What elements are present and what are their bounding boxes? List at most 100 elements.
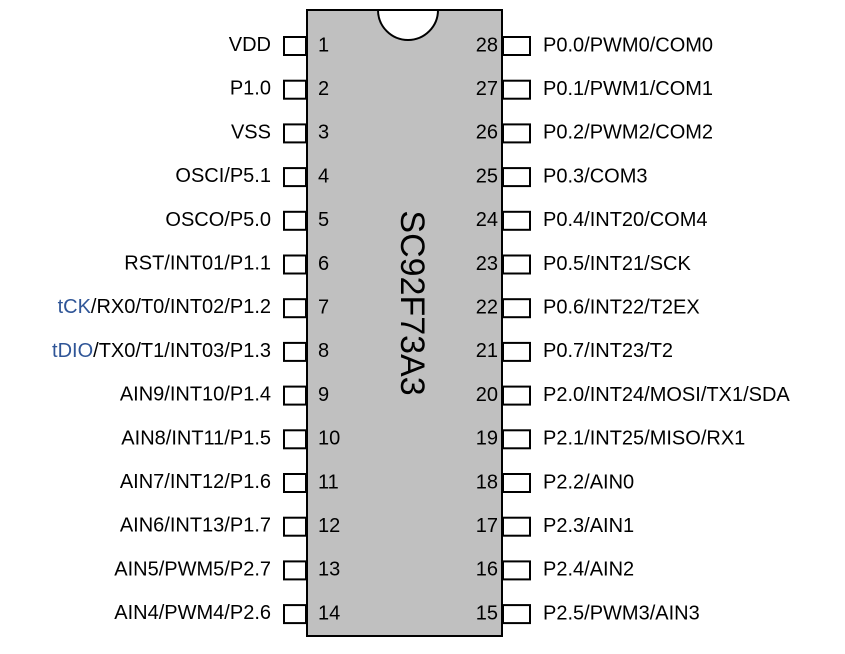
pin-7-label-part: tCK xyxy=(58,296,92,318)
pin-25-number: 25 xyxy=(476,165,498,187)
pin-16-pad xyxy=(502,560,531,581)
pin-2-label-part: P1.0 xyxy=(230,78,271,100)
pin-8-label-part: /TX0/T1/INT03/P1.3 xyxy=(93,340,271,362)
pin-24-label: P0.4/INT20/COM4 xyxy=(543,209,708,231)
pin-18-number: 18 xyxy=(476,471,498,493)
pin-5-pad xyxy=(283,210,307,231)
pin-3-pad xyxy=(283,123,307,144)
pin-4-label: OSCI/P5.1 xyxy=(175,165,271,187)
pin-3-label-part: VSS xyxy=(231,122,271,144)
chip-body xyxy=(306,9,503,637)
pin-28-label: P0.0/PWM0/COM0 xyxy=(543,34,713,56)
pin-7-pad xyxy=(283,298,307,319)
pin-14-pad xyxy=(283,604,307,625)
pin-10-number: 10 xyxy=(318,428,340,450)
pin-20-label: P2.0/INT24/MOSI/TX1/SDA xyxy=(543,384,790,406)
pin-10-label-part: AIN8/INT11/P1.5 xyxy=(121,428,271,450)
pin-1-label: VDD xyxy=(229,34,271,56)
pin-9-label-part: AIN9/INT10/P1.4 xyxy=(120,384,271,406)
pin-20-number: 20 xyxy=(476,384,498,406)
pin-22-label: P0.6/INT22/T2EX xyxy=(543,296,700,318)
pin-7-label: tCK/RX0/T0/INT02/P1.2 xyxy=(58,296,271,318)
pin-21-label: P0.7/INT23/T2 xyxy=(543,340,673,362)
pin-8-label-part: tDIO xyxy=(52,340,93,362)
pin-19-number: 19 xyxy=(476,428,498,450)
pin-2-pad xyxy=(283,79,307,100)
pin-14-number: 14 xyxy=(318,602,340,624)
pin-14-label-part: AIN4/PWM4/P2.6 xyxy=(114,602,271,624)
pin-6-number: 6 xyxy=(318,253,329,275)
pin-23-number: 23 xyxy=(476,253,498,275)
pin-15-pad xyxy=(502,604,531,625)
pin-13-pad xyxy=(283,560,307,581)
pin-27-label: P0.1/PWM1/COM1 xyxy=(543,78,713,100)
pin-3-label: VSS xyxy=(231,122,271,144)
pin-25-label: P0.3/COM3 xyxy=(543,165,647,187)
pin-21-number: 21 xyxy=(476,340,498,362)
pin-13-label-part: AIN5/PWM5/P2.7 xyxy=(114,559,271,581)
pin-14-label: AIN4/PWM4/P2.6 xyxy=(114,602,271,624)
pin-11-number: 11 xyxy=(318,471,339,493)
pin-5-label-part: OSCO/P5.0 xyxy=(165,209,271,231)
pin-23-label: P0.5/INT21/SCK xyxy=(543,253,692,275)
chip-part-number: SC92F73A3 xyxy=(393,210,431,395)
pin-15-number: 15 xyxy=(476,602,498,624)
pin-24-number: 24 xyxy=(476,209,498,231)
pin-6-label-part: RST/INT01/P1.1 xyxy=(124,253,271,275)
pin-12-label: AIN6/INT13/P1.7 xyxy=(120,515,271,537)
pin-26-label: P0.2/PWM2/COM2 xyxy=(543,122,713,144)
pin-2-number: 2 xyxy=(318,78,329,100)
pin-6-pad xyxy=(283,254,307,275)
pin-8-number: 8 xyxy=(318,340,329,362)
pin-24-pad xyxy=(502,210,531,231)
pin-10-label: AIN8/INT11/P1.5 xyxy=(121,428,271,450)
pin-17-pad xyxy=(502,516,531,537)
pin-18-label: P2.2/AIN0 xyxy=(543,471,634,493)
pin-8-pad xyxy=(283,341,307,362)
pin-10-pad xyxy=(283,429,307,450)
pin-11-label-part: AIN7/INT12/P1.6 xyxy=(120,471,271,493)
pin-18-pad xyxy=(502,473,531,493)
pin-11-pad xyxy=(283,473,307,493)
pin-6-label: RST/INT01/P1.1 xyxy=(124,253,271,275)
pin-2-label: P1.0 xyxy=(230,78,271,100)
pin-4-label-part: OSCI/P5.1 xyxy=(175,165,271,187)
pin-21-pad xyxy=(502,341,531,362)
pin-9-number: 9 xyxy=(318,384,329,406)
pin-13-label: AIN5/PWM5/P2.7 xyxy=(114,559,271,581)
pin-22-pad xyxy=(502,298,531,319)
pin-20-pad xyxy=(502,385,531,406)
pin-12-number: 12 xyxy=(318,515,340,537)
pin-4-number: 4 xyxy=(318,165,329,187)
right-pin-column: 28 P0.0/PWM0/COM0 27 P0.1/PWM1/COM1 26 P0.2/P… xyxy=(476,34,791,624)
pin-17-number: 17 xyxy=(476,515,498,537)
pin-27-pad xyxy=(502,79,531,100)
pin-28-pad xyxy=(502,36,531,56)
pin-16-number: 16 xyxy=(476,559,498,581)
pin-17-label: P2.3/AIN1 xyxy=(543,515,634,537)
pin-25-pad xyxy=(502,167,531,188)
pin-15-label: P2.5/PWM3/AIN3 xyxy=(543,602,700,624)
pin-12-pad xyxy=(283,516,307,537)
pin-27-number: 27 xyxy=(476,78,498,100)
pin-1-number: 1 xyxy=(318,34,329,56)
pin-23-pad xyxy=(502,254,531,275)
pin-28-number: 28 xyxy=(476,34,498,56)
pin-5-label: OSCO/P5.0 xyxy=(165,209,271,231)
pin-22-number: 22 xyxy=(476,296,498,318)
pin-7-number: 7 xyxy=(318,296,329,318)
pin-5-number: 5 xyxy=(318,209,329,231)
pin-9-pad xyxy=(283,385,307,406)
pin-3-number: 3 xyxy=(318,122,329,144)
left-pin-column: 1 VDD 2 P1.0 3 VSS 4 OSCI/P5.1 5 OSCO/P5.0 6 RST/IN… xyxy=(52,34,340,624)
pin-1-label-part: VDD xyxy=(229,34,271,56)
pin-9-label: AIN9/INT10/P1.4 xyxy=(120,384,271,406)
pin-19-label: P2.1/INT25/MISO/RX1 xyxy=(543,428,745,450)
pin-19-pad xyxy=(502,429,531,450)
pin-13-number: 13 xyxy=(318,559,340,581)
pin-26-number: 26 xyxy=(476,122,498,144)
pin-11-label: AIN7/INT12/P1.6 xyxy=(120,471,271,493)
pin-7-label-part: /RX0/T0/INT02/P1.2 xyxy=(91,296,271,318)
chip-notch xyxy=(376,9,440,41)
